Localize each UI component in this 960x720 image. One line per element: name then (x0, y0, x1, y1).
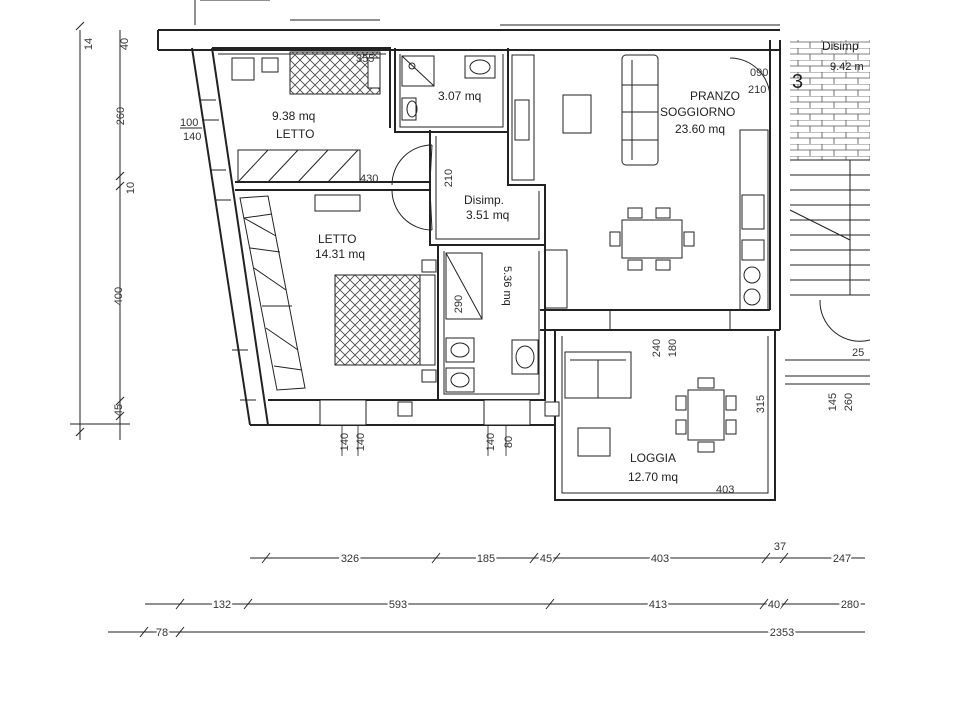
bedroom-small-wall (212, 47, 391, 128)
brick-area (790, 40, 870, 160)
annotation-090: 090 (750, 67, 768, 79)
left-dim-260: 260 (115, 107, 127, 125)
left-dim-400: 400 (113, 287, 125, 305)
disimp-right-name: Disimp (822, 39, 859, 53)
loggia-area: 12.70 mq (628, 470, 678, 484)
bottom-dim-row2: 132 593 413 40 280 (211, 597, 861, 613)
annotation-25: 25 (852, 347, 864, 359)
disimp-right-area: 9.42 m (830, 61, 864, 73)
loggia-sofa (564, 351, 632, 399)
door-arc-right (729, 57, 771, 99)
large-bath-fixtures (445, 252, 539, 393)
pranzo-name: PRANZO (690, 89, 740, 103)
bottom-dim-326: 326 (341, 553, 359, 565)
slanted-wall-windows (200, 99, 256, 401)
dining-table (609, 207, 695, 271)
double-bed (334, 259, 437, 383)
small-bedroom-name: LETTO (276, 127, 314, 141)
bottom-dim-132: 132 (213, 599, 231, 611)
annotation-430: 430 (360, 173, 378, 185)
wardrobe-upper (237, 149, 361, 183)
window-label-140c: 140 (485, 433, 497, 451)
annotation-145: 145 (827, 393, 839, 411)
kitchen-counter (739, 129, 769, 311)
slanted-left-wall (191, 47, 269, 426)
left-dim-10: 10 (125, 182, 137, 194)
small-bath-fixtures (401, 55, 496, 121)
annotation-355: 355 (356, 53, 374, 65)
bottom-dim-78: 78 (156, 627, 168, 639)
annotation-315: 315 (755, 395, 767, 413)
bedroom-divider-wall (235, 181, 430, 191)
annotation-403-loggia: 403 (716, 484, 734, 496)
bottom-dim-280: 280 (841, 599, 859, 611)
top-exterior-wall (158, 29, 780, 51)
annotation-3: 3 (792, 71, 803, 93)
nightstand-icon (261, 57, 279, 73)
stair (785, 159, 871, 385)
loggia-dining (675, 377, 737, 453)
annotation-140-window: 140 (183, 131, 201, 143)
annotation-240: 240 (651, 339, 663, 357)
left-dim-top-b: 40 (119, 38, 131, 50)
bottom-dim-593: 593 (389, 599, 407, 611)
sofa (621, 54, 659, 166)
bottom-dim-403: 403 (651, 553, 669, 565)
bottom-dim-row3: 78 2353 (154, 625, 796, 641)
single-bed (289, 51, 381, 95)
window-label-140a: 140 (339, 433, 351, 451)
bottom-dim-2353: 2353 (770, 627, 794, 639)
bottom-dim-row1: 326 185 45 403 37 247 (339, 541, 853, 567)
annotation-290: 290 (453, 295, 465, 313)
annotation-210-door: 210 (443, 169, 455, 187)
bottom-windows (319, 309, 731, 426)
doors (391, 57, 771, 231)
bottom-dimension-lines (108, 552, 865, 638)
loggia-name: LOGGIA (630, 451, 676, 465)
left-dim-top-a: 14 (83, 38, 95, 50)
large-bath-area: 5.36 mq (501, 266, 513, 306)
disimp-area: 3.51 mq (466, 208, 509, 222)
annotation-210-right: 210 (748, 84, 766, 96)
loggia-table (577, 427, 611, 457)
disimp-name: Disimp. (464, 193, 504, 207)
annotation-180: 180 (667, 339, 679, 357)
small-bath-area: 3.07 mq (438, 89, 481, 103)
left-dimension-chain (70, 21, 130, 440)
walls (157, 0, 781, 501)
pranzo-right-wall (769, 40, 781, 330)
window-label-140b: 140 (355, 433, 367, 451)
left-dim-45: 45 (113, 404, 125, 416)
pranzo-bottom-wall (540, 309, 780, 331)
small-bedroom-area: 9.38 mq (272, 109, 315, 123)
dresser-icon (314, 194, 361, 212)
bottom-dim-37: 37 (774, 541, 786, 553)
annotation-260-right: 260 (843, 393, 855, 411)
bottom-dim-247: 247 (833, 553, 851, 565)
soggiorno-name: SOGGIORNO (660, 105, 735, 119)
bottom-dim-45: 45 (540, 553, 552, 565)
bottom-dim-413: 413 (649, 599, 667, 611)
wardrobe-slanted (239, 195, 306, 391)
door-arc-lower (391, 189, 433, 231)
large-bedroom-area: 14.31 mq (315, 247, 365, 261)
bottom-dim-40: 40 (768, 599, 780, 611)
window-label-80: 80 (503, 436, 515, 448)
side-cabinets (511, 54, 568, 309)
pranzo-area: 23.60 mq (675, 122, 725, 136)
large-bedroom-name: LETTO (318, 232, 356, 246)
coffee-table (562, 94, 592, 134)
door-arc-upper (391, 144, 433, 186)
annotation-100: 100 (180, 117, 198, 129)
desk-icon (231, 57, 255, 81)
bottom-dim-185: 185 (477, 553, 495, 565)
